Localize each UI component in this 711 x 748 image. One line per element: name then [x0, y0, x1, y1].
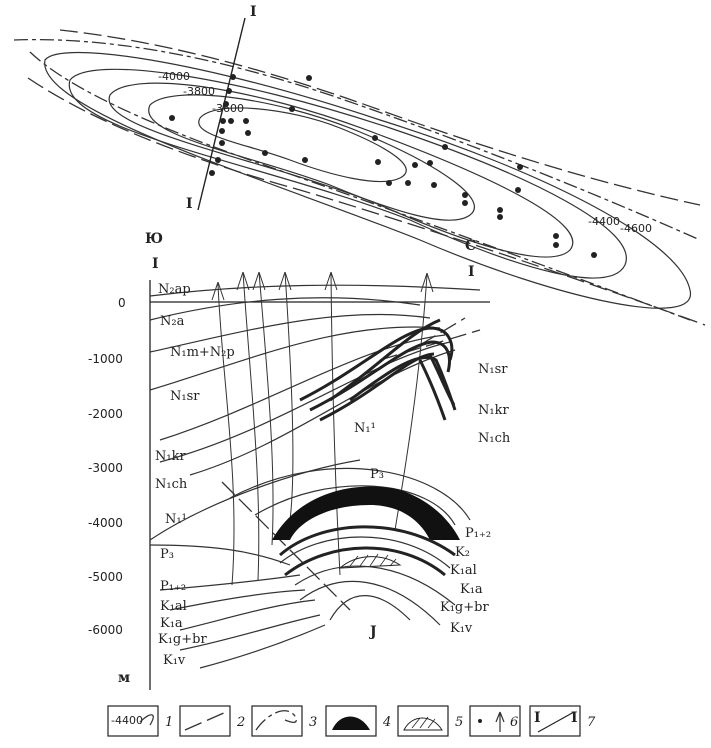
unit-label: P₃: [160, 547, 174, 562]
unit-label: N₁ch: [155, 477, 188, 492]
section-line-label-bottom: I: [186, 196, 193, 212]
side-label-north: С: [465, 238, 476, 254]
section-wells: [211, 271, 434, 586]
legend-swatch-4: [325, 705, 377, 737]
section-end-left: I: [152, 256, 159, 272]
legend-swatch-3: [251, 705, 303, 737]
side-label-south: Ю: [145, 231, 163, 247]
fault-line: [379, 329, 481, 361]
boundary-line-dashdot: [29, 51, 691, 321]
unit-label: N₁¹: [165, 512, 187, 527]
depth-label: -5000: [88, 570, 123, 584]
depth-label: -6000: [88, 623, 123, 637]
legend: -4400 1 2 3 4 5 6 I I 7: [107, 705, 596, 737]
basement-label: J: [368, 624, 377, 640]
legend-item7-label-b: I: [571, 710, 578, 726]
stratigraphic-boundaries: [149, 284, 481, 541]
contour-4400: [68, 68, 627, 279]
legend-number: 1: [165, 715, 173, 730]
section-line: [197, 17, 246, 211]
legend-swatch-2: [179, 705, 231, 737]
unit-label: N₁sr: [170, 389, 200, 404]
unit-label: N₁m+N₂p: [170, 345, 235, 360]
legend-number: 4: [382, 715, 391, 730]
contour-label: -4600: [620, 222, 652, 235]
section-end-right: I: [468, 264, 475, 280]
unit-label: N₁kr: [155, 449, 186, 464]
fault-line: [221, 481, 351, 611]
left-layers: [149, 544, 326, 669]
geological-section: Ю С I I 0 -1000 -2000 -3000 -4000 -5000 …: [88, 231, 511, 690]
folded-beds: [299, 318, 457, 422]
legend-sample-value: -4400: [111, 714, 143, 727]
unit-label: P₁₊₂: [160, 579, 186, 594]
unit-label: N₁sr: [478, 362, 508, 377]
unit-label: P₁₊₂: [465, 526, 491, 541]
contour-label: -3800: [183, 85, 215, 98]
boundary-line-dashed: [27, 77, 706, 326]
depth-label: 0: [118, 296, 126, 310]
depth-label: -3000: [88, 461, 123, 475]
unit-label: K₂: [455, 545, 470, 560]
depth-label: -2000: [88, 407, 123, 421]
unit-label: K₁v: [163, 653, 186, 668]
legend-swatch-1: [107, 705, 159, 737]
contour-3800: [148, 94, 475, 221]
contour-3600: [198, 107, 407, 183]
unit-label: N₁kr: [478, 403, 509, 418]
unit-label: K₁v: [450, 621, 473, 636]
section-line-label-top: I: [250, 4, 257, 20]
depth-unit: м: [118, 670, 130, 686]
well-points: [169, 74, 597, 258]
unit-label: K₁g+br: [158, 632, 207, 647]
gas-deposit: [338, 556, 402, 569]
contour-4000: [108, 82, 574, 258]
gas-hatch: [349, 553, 397, 567]
boundary-line-dashdot: [13, 39, 701, 241]
boundary-line-dashed: [59, 29, 701, 206]
unit-label: N₁¹: [354, 421, 376, 436]
legend-swatch-5: [397, 705, 449, 737]
unit-label: K₁a: [460, 582, 483, 597]
anticline-layers: [272, 486, 460, 626]
unit-label: P₃: [370, 467, 384, 482]
unit-label: K₁g+br: [440, 600, 489, 615]
depth-label: -4000: [88, 516, 123, 530]
contour-4600: [44, 51, 691, 309]
legend-number: 3: [309, 715, 317, 730]
unit-label: N₁ch: [478, 431, 511, 446]
oil-deposit: [272, 486, 460, 540]
unit-label: K₁a: [160, 616, 183, 631]
depth-label: -1000: [88, 352, 123, 366]
legend-swatch-6: [469, 705, 521, 737]
unit-label: K₁al: [450, 563, 477, 578]
contour-label: -4000: [158, 70, 190, 83]
structure-map: -4000 -3800 -3600 -4400 -4600 I I: [13, 4, 706, 326]
unit-label: N₂ap: [158, 282, 191, 297]
legend-number: 6: [510, 715, 518, 730]
unit-label: K₁al: [160, 599, 187, 614]
contour-label: -4400: [588, 215, 620, 228]
legend-swatch-7: [529, 705, 581, 737]
contour-label: -3600: [212, 102, 244, 115]
legend-number: 2: [236, 715, 245, 730]
unit-label: N₂a: [160, 314, 185, 329]
legend-number: 7: [587, 715, 596, 730]
legend-item7-label-a: I: [534, 710, 541, 726]
legend-number: 5: [455, 715, 463, 730]
